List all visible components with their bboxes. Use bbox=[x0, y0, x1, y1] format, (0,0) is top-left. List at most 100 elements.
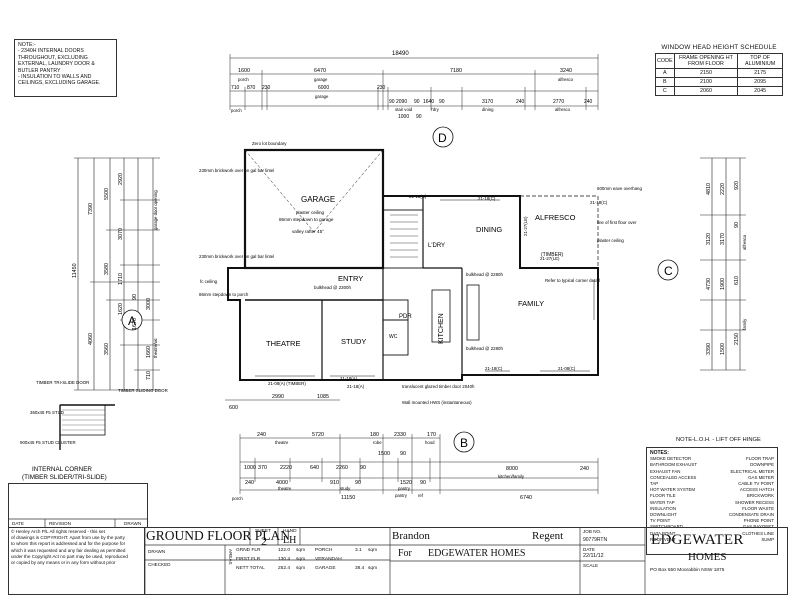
annotation: 600mm eave overhang bbox=[597, 186, 642, 191]
window-code: 21-18(A) bbox=[340, 376, 358, 381]
annotation: Zero lot boundary bbox=[252, 141, 287, 146]
legend-item: SUMP bbox=[761, 536, 774, 542]
dim: 8000 bbox=[506, 466, 518, 472]
area-unit: sqm bbox=[296, 548, 306, 553]
copyright-line: of drawings is COPYRIGHT. Apart from use… bbox=[11, 535, 125, 541]
revision-header: REVISION bbox=[49, 521, 71, 526]
copyright-line: which it was requested and any fair deal… bbox=[11, 547, 126, 553]
legend-item: PHONE POINT bbox=[743, 518, 774, 524]
dim: 610 bbox=[734, 276, 740, 285]
dim: 3580 bbox=[104, 263, 110, 275]
annotation: line of first floor over bbox=[597, 220, 637, 225]
legend-item: ACCESS HATCH bbox=[739, 487, 774, 493]
dim: 6000 bbox=[318, 85, 329, 91]
window-code: 21-18(C) bbox=[590, 200, 608, 205]
marker-c-label: C bbox=[664, 264, 673, 278]
annotation: bulkhead @ 2300h bbox=[314, 285, 351, 290]
dim: 2150 bbox=[734, 333, 740, 345]
copyright-line: under the Copyright Act no part may be u… bbox=[11, 553, 128, 559]
dim: 240 bbox=[245, 480, 254, 486]
revision-date-header: DATE bbox=[12, 521, 24, 526]
annotation: 230mm brickwork over on gal bar lintel bbox=[199, 254, 274, 259]
detail-label: TIMBER SLIDING DOOR bbox=[118, 388, 168, 393]
schedule-title: WINDOW HEAD HEIGHT SCHEDULE bbox=[661, 44, 777, 51]
annotation: 230mm brickwork over on gal bar lintel bbox=[199, 168, 274, 173]
dim-label: pantry bbox=[395, 493, 408, 498]
detail-label: TIMBER TRI-SLIDE DOOR bbox=[36, 380, 89, 385]
dim: 4730 bbox=[706, 278, 712, 290]
dim: 90 bbox=[416, 114, 422, 120]
dim: 370 bbox=[258, 465, 267, 471]
room-study: STUDY bbox=[341, 337, 366, 346]
annotation: plaster ceiling bbox=[597, 238, 624, 243]
note-line: BUTLER PANTRY bbox=[18, 67, 61, 74]
detail-label: 900x45 F5 STUD CLUSTER bbox=[20, 440, 76, 445]
legend-item: TV POINT bbox=[650, 518, 671, 524]
dim: 4000 bbox=[276, 480, 288, 486]
room-wc: WC bbox=[389, 334, 398, 340]
note-line: EXTERNAL, LAUNDRY DOOR & bbox=[18, 61, 95, 68]
dim: 2260 bbox=[336, 465, 348, 471]
legend-item: HOT WATER SYSTEM bbox=[650, 487, 696, 493]
annotation: Wall mounted HWS (instantaneous) bbox=[402, 400, 472, 405]
marker-b-label: B bbox=[460, 436, 468, 450]
window-code: 21-27(LE) bbox=[523, 216, 528, 236]
note-line: - INSULATION TO WALLS AND bbox=[18, 74, 92, 81]
legend-row: HOT WATER SYSTEM ACCESS HATCH bbox=[650, 487, 774, 493]
detail-label: 360x45 F5 STUD bbox=[30, 410, 64, 415]
alfresco-timber: (TIMBER) bbox=[541, 252, 564, 258]
legend-item: BRICKWORK bbox=[746, 493, 774, 499]
room-garage: GARAGE bbox=[301, 195, 335, 204]
dim: 11150 bbox=[341, 495, 355, 501]
dim-label: alfresco bbox=[558, 77, 574, 82]
legend-item: CLOTHES LINE bbox=[742, 530, 774, 536]
dim: 240 bbox=[257, 432, 266, 438]
dim: 3170 bbox=[720, 233, 726, 245]
area-name: FIRST FLR bbox=[236, 557, 261, 562]
dim: 240 bbox=[584, 99, 593, 105]
dim: 1660 bbox=[146, 346, 152, 358]
gridline-d-marker bbox=[432, 126, 454, 148]
scale-label: SCALE bbox=[583, 563, 599, 568]
dim: 7390 bbox=[88, 203, 94, 215]
legend-item: ELECTRICAL METER bbox=[730, 468, 774, 474]
detail-title: INTERNAL CORNER bbox=[32, 466, 92, 473]
area-value: 3.1 bbox=[355, 548, 362, 553]
area-name: VERANDAH bbox=[315, 557, 342, 562]
for-label: For bbox=[398, 548, 412, 559]
room-entry: ENTRY bbox=[338, 274, 363, 283]
dim-label: kitchen/family bbox=[498, 474, 525, 479]
dim-label: robe bbox=[373, 440, 382, 445]
dim-label: family bbox=[742, 318, 747, 330]
area-unit: sqm bbox=[368, 566, 378, 571]
dim: 90 bbox=[420, 480, 426, 486]
dim: 1000 bbox=[398, 114, 409, 120]
dim: 3240 bbox=[560, 68, 572, 74]
annotation: bulkhead @ 2280h bbox=[466, 346, 503, 351]
copyright-line: to whom this report is addressed and for… bbox=[11, 541, 126, 547]
dim: 4060 bbox=[88, 333, 94, 345]
annotation: fc ceiling bbox=[200, 279, 218, 284]
dim-label: porch bbox=[238, 77, 249, 82]
dim: 230 bbox=[262, 85, 271, 91]
dim-label: porch bbox=[231, 108, 242, 113]
title-block bbox=[8, 527, 788, 595]
dim-label: hood bbox=[425, 440, 435, 445]
legend-item: BATHROOM EXHAUST bbox=[650, 462, 697, 468]
dim: 640 bbox=[310, 465, 319, 471]
dim-label: stair void bbox=[395, 107, 413, 112]
sheet-number: 2 bbox=[261, 534, 267, 548]
room-kitchen: KITCHEN bbox=[438, 313, 445, 344]
date-value: 22/11/12 bbox=[583, 553, 604, 559]
window-code: 21-08(A) (TIMBER) bbox=[268, 381, 306, 386]
dim: 2330 bbox=[394, 432, 406, 438]
legend-title: NOTES: bbox=[650, 450, 669, 456]
dim: 1085 bbox=[317, 394, 329, 400]
note-loh: NOTE-L.O.H. - LIFT OFF HINGE bbox=[676, 437, 761, 443]
note-line: CEILINGS, EXCLUDING GARAGE. bbox=[18, 80, 101, 87]
dim: 910 bbox=[330, 480, 339, 486]
dim-label: garage bbox=[314, 77, 328, 82]
